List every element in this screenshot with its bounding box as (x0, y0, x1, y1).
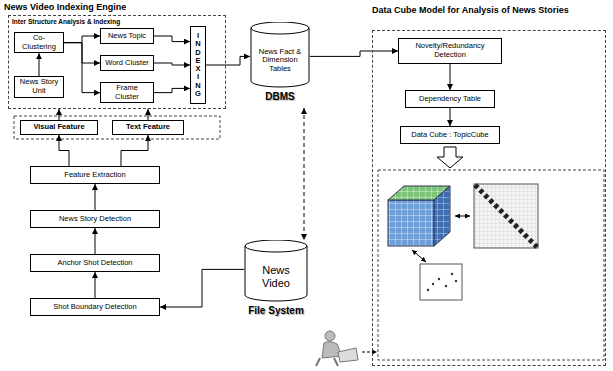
flow-arrow (206, 56, 250, 65)
box-label: News Topic (108, 32, 146, 41)
cube-view-panel (378, 170, 604, 360)
box-label: Anchor Shot Detection (57, 259, 132, 268)
double-arrow (412, 250, 426, 262)
process-box: News Story Unit (14, 76, 64, 98)
flow-arrow (95, 272, 96, 298)
region-heading: Inter Structure Analysis & Indexing (9, 16, 225, 27)
box-label: Text Feature (126, 123, 170, 132)
flow-arrow (39, 53, 40, 76)
process-box: Anchor Shot Detection (30, 254, 160, 272)
store-name: File System (244, 305, 308, 316)
flow-arrow (154, 36, 190, 42)
box-label: Dependency Table (419, 95, 481, 104)
flow-arrow (160, 269, 244, 307)
flow-arrow (450, 64, 451, 90)
dependency-matrix (474, 184, 538, 248)
plot-points (427, 273, 457, 291)
indexing-box: INDEXING (190, 26, 206, 104)
process-box: Feature Extraction (30, 166, 160, 184)
box-label: News Story Unit (18, 78, 60, 95)
flow-arrow (64, 36, 100, 43)
cylinder-rim (245, 246, 307, 252)
storage-cylinder: News VideoFile System (244, 240, 308, 324)
store-name: DBMS (250, 91, 310, 102)
cluster-box: News Topic (100, 28, 154, 44)
cube-model-region: Data Cube Model for Analysis of News Sto… (372, 30, 606, 366)
flow-arrow (59, 109, 60, 120)
cylinder-body (251, 22, 309, 87)
user-icon (316, 331, 358, 366)
box-label: Visual Feature (33, 123, 84, 132)
database-cylinder: News Fact & Dimension TablesDBMS (250, 22, 310, 108)
process-box: Dependency Table (405, 90, 495, 108)
double-arrow (455, 216, 470, 217)
flow-arrow (121, 135, 148, 166)
flow-arrow (59, 135, 69, 166)
flow-arrow (154, 63, 190, 65)
flow-arrow (95, 184, 96, 210)
process-box: Data Cube : TopicCube (400, 126, 500, 144)
cube-front (388, 200, 434, 246)
box-label: Co-Clustering (18, 34, 60, 51)
dashed-link (304, 108, 305, 240)
feature-box: Text Feature (112, 120, 184, 135)
feature-box: Visual Feature (20, 120, 98, 135)
cube-side (434, 186, 450, 246)
box-label: Feature Extraction (64, 171, 125, 180)
hollow-arrow (437, 147, 463, 168)
box-label: Shot Boundary Detection (53, 303, 136, 312)
matrix-diagonal (475, 185, 537, 247)
user-link (362, 352, 377, 353)
cluster-plot (420, 264, 462, 300)
flow-arrow (148, 109, 149, 120)
region-heading: Data Cube Model for Analysis of News Sto… (372, 5, 572, 16)
box-label: News Story Detection (59, 215, 131, 224)
cluster-box: Word Cluster (100, 55, 154, 71)
flow-arrow (450, 108, 451, 126)
cylinder-face: News Video (244, 240, 308, 302)
flow-arrow (154, 88, 190, 92)
box-label: Data Cube : TopicCube (411, 131, 488, 140)
flow-arrow (64, 43, 100, 93)
flow-arrow (95, 228, 96, 254)
panel-heading: News Video Indexing Engine (4, 2, 126, 12)
analysis-region: Inter Structure Analysis & IndexingCo-Cl… (8, 15, 226, 109)
cylinder-rim (251, 28, 309, 34)
box-label: Word Cluster (105, 59, 149, 68)
cylinder-face: News Fact & Dimension Tables (250, 22, 310, 88)
flow-arrow (310, 51, 398, 56)
process-box: News Story Detection (30, 210, 160, 228)
cylinder-label: News Video (248, 264, 304, 289)
process-box: Shot Boundary Detection (30, 298, 160, 316)
cluster-box: Frame Cluster (100, 82, 154, 103)
process-box: Novelty/Redundancy Detection (398, 38, 502, 64)
box-label: Novelty/Redundancy Detection (402, 42, 498, 59)
box-label: Frame Cluster (104, 84, 150, 101)
process-box: Co-Clustering (14, 32, 64, 53)
cylinder-label: News Fact & Dimension Tables (254, 48, 306, 74)
feature-group (14, 116, 220, 139)
cylinder-body (245, 240, 307, 301)
box-label: INDEXING (195, 32, 201, 98)
